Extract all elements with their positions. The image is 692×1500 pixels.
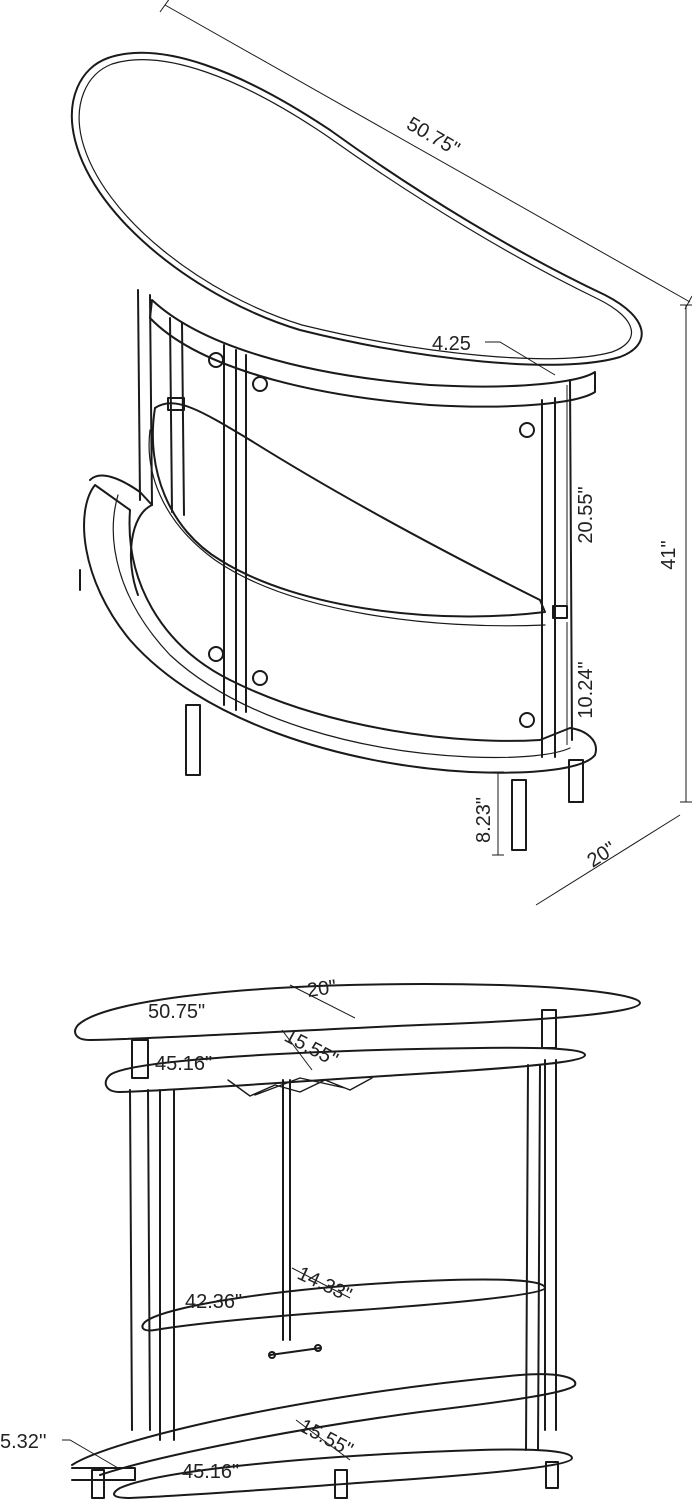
leg-front-left xyxy=(185,704,201,776)
post-collar-right xyxy=(552,605,568,619)
dim-tick-top-a xyxy=(159,0,170,13)
front-post-right-a xyxy=(525,1064,529,1451)
front-post-top-right xyxy=(541,1009,557,1049)
front-view xyxy=(71,983,641,1499)
front-bracket-bolt-a xyxy=(268,1351,276,1359)
front-post-right-b xyxy=(537,1064,541,1451)
perspective-dimensions xyxy=(159,0,692,906)
label-top-length: 50.75" xyxy=(403,113,463,161)
label-lower-gap: 10.24" xyxy=(575,661,597,718)
dim-leader-overhang xyxy=(485,341,556,376)
tabletop-outer xyxy=(70,51,643,366)
front-bottom-shelf xyxy=(113,1448,573,1499)
dim-line-depth xyxy=(535,814,681,906)
front-tabletop xyxy=(74,983,641,1041)
front-dim-bottom-depth xyxy=(295,1419,351,1461)
panel-clip-5 xyxy=(252,670,268,686)
front-label-footrest-offset: 5.32'' xyxy=(0,1431,47,1453)
front-leg-3 xyxy=(545,1461,559,1489)
panel-clip-3 xyxy=(519,422,535,438)
label-height-total: 41" xyxy=(658,540,680,569)
panel-clip-2 xyxy=(252,376,268,392)
post-left-mid-b xyxy=(181,322,185,516)
front-dim-top-depth xyxy=(289,984,356,1019)
bottom-shelf-inner xyxy=(112,494,571,759)
upper-shelf xyxy=(149,299,596,408)
front-post-top-left xyxy=(131,1039,149,1079)
front-leg-1 xyxy=(91,1469,105,1499)
front-label-bottom-length: 45.16" xyxy=(182,1461,239,1483)
label-depth: 20" xyxy=(583,838,620,872)
front-footrest xyxy=(71,1373,577,1476)
panel-clip-6 xyxy=(519,712,535,728)
front-dim-middle-depth xyxy=(291,1267,351,1299)
panel-clip-4 xyxy=(208,646,224,662)
front-dim-footrest-leader xyxy=(62,1439,119,1469)
footrest-rail xyxy=(89,474,153,596)
leg-front-right xyxy=(511,779,527,851)
leg-rear-right xyxy=(568,759,584,803)
front-label-upper-length: 45.16" xyxy=(155,1053,212,1075)
middle-shelf-rim xyxy=(148,429,546,627)
front-glass-rack xyxy=(227,1077,373,1097)
post-left-mid xyxy=(169,317,173,513)
panel-clip-1 xyxy=(208,352,224,368)
front-label-top-depth: 20" xyxy=(306,976,338,1002)
front-dim-upper-depth xyxy=(281,1029,313,1071)
front-bracket-a xyxy=(269,1347,321,1356)
front-middle-shelf xyxy=(141,1278,546,1332)
middle-shelf xyxy=(151,402,546,618)
perspective-view xyxy=(70,51,643,851)
dim-line-top-length xyxy=(164,4,691,303)
label-overhang: 4.25 xyxy=(432,333,471,355)
front-dimensions xyxy=(62,984,356,1469)
front-label-upper-depth: 15.55" xyxy=(281,1025,342,1071)
bottom-shelf-outer xyxy=(83,484,597,774)
label-upper-gap: 20.55" xyxy=(575,486,597,543)
front-label-top-length: 50.75" xyxy=(148,1001,205,1023)
front-label-middle-length: 42.36" xyxy=(185,1291,242,1313)
front-bracket-bolt-b xyxy=(314,1344,322,1352)
tabletop-inner-edge xyxy=(78,59,632,360)
post-left-rear-b xyxy=(149,294,153,506)
front-post-left-a xyxy=(129,1089,133,1431)
post-right-outer xyxy=(569,379,573,741)
front-post-left-b xyxy=(147,1089,151,1431)
label-leg-height: 8.23" xyxy=(473,797,495,843)
front-leg-2 xyxy=(334,1469,348,1499)
front-label-middle-depth: 14.33" xyxy=(294,1263,355,1307)
post-left-rear xyxy=(137,289,141,501)
